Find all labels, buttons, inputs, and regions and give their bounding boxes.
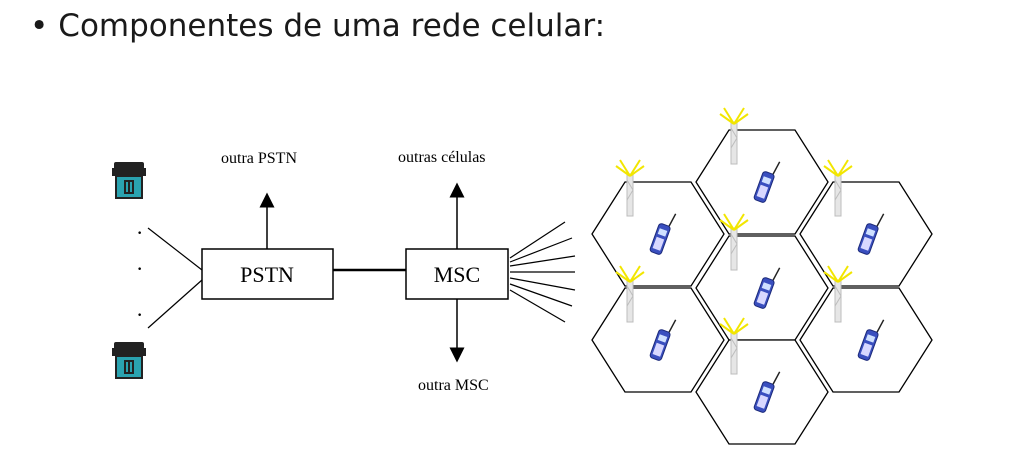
other-cells-label: outras células [398,149,486,166]
mobile-phone-icon [753,267,781,309]
ellipsis-dot: · [136,220,143,245]
telephone-icon [112,162,146,199]
antenna-tower-icon [823,265,853,323]
ellipsis-dot: · [136,302,143,327]
antenna-tower-icon [823,159,853,217]
mobile-phone-icon [753,371,781,413]
msc-label: MSC [434,262,480,287]
other-pstn-label: outra PSTN [221,150,297,167]
mobile-phone-icon [649,213,677,255]
msc-radio-links [509,221,576,323]
cell-grid [591,107,933,445]
antenna-tower-icon [719,213,749,271]
slide-title-text: Componentes de uma rede celular: [58,8,606,44]
pstn-label: PSTN [240,262,294,287]
mobile-phone-icon [857,213,885,255]
telephone-icon [112,342,146,379]
mobile-phone-icon [649,319,677,361]
mobile-phone-icon [857,319,885,361]
mobile-phone-icon [753,161,781,203]
slide-title: •Componentes de uma rede celular: [30,8,605,44]
phone-link-line [147,279,203,329]
bullet-point: • [30,8,49,44]
pstn-box [201,248,334,300]
antenna-tower-icon [719,107,749,165]
antenna-tower-icon [615,159,645,217]
other-msc-label: outra MSC [418,377,489,394]
antenna-tower-icon [615,265,645,323]
phone-link-line [147,227,203,271]
ellipsis-dot: · [136,256,143,281]
antenna-tower-icon [719,317,749,375]
